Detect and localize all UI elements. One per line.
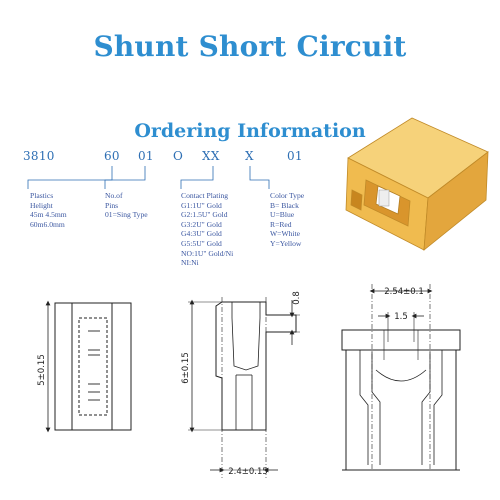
desc-pins: No.of Pins 01=Sing Type xyxy=(105,191,148,220)
code-color: X xyxy=(245,149,254,163)
dim-left-height: 5±0.15 xyxy=(37,354,47,385)
code-o: O xyxy=(173,149,184,163)
code-suffix: 01 xyxy=(287,149,303,163)
dim-right-gap: 1.5 xyxy=(394,312,408,322)
page-title: Shunt Short Circuit xyxy=(93,30,407,63)
desc-contact-plating: Contact Plating G1:1U" Gold G2:1.5U" Gol… xyxy=(181,191,234,268)
desc-plastics-height: Plastics Helight 45m 4.5mm 60m6.0mm xyxy=(30,191,67,229)
right-view xyxy=(341,284,461,471)
code-pins: 01 xyxy=(138,149,154,163)
dim-middle-offset: 0.8 xyxy=(292,291,302,305)
desc-color-type: Color Type B= Black U=Blue R=Red W=White… xyxy=(270,191,305,248)
left-view xyxy=(45,300,132,433)
code-plating: XX xyxy=(202,149,220,163)
code-series: 3810 xyxy=(23,149,55,163)
ordering-heading: Ordering Information xyxy=(134,120,366,142)
code-height: 60 xyxy=(104,149,120,163)
dim-right-pitch: 2.54±0.1 xyxy=(384,287,424,297)
dim-middle-width: 2.4±0.15 xyxy=(228,467,268,477)
middle-view xyxy=(188,297,300,478)
dim-middle-height: 6±0.15 xyxy=(181,352,191,383)
